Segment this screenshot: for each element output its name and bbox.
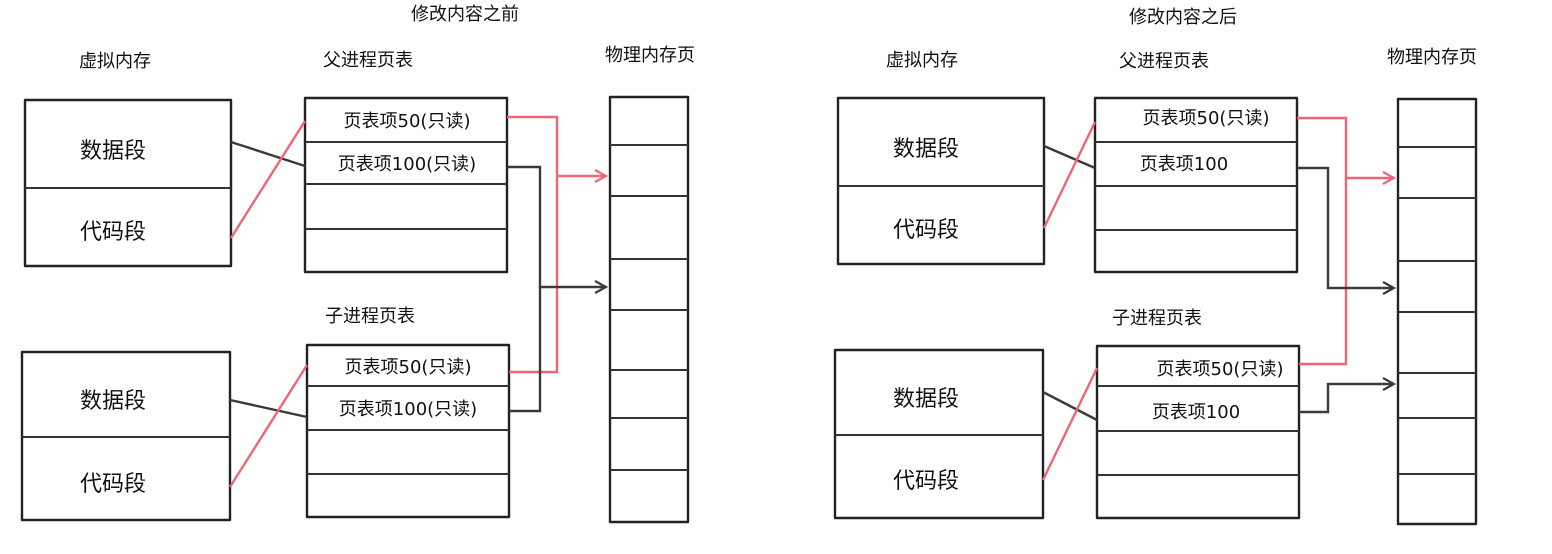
code-segment: 代码段 <box>80 220 146 245</box>
data-to-entry-100-line <box>1043 144 1096 170</box>
code-segment: 代码段 <box>893 469 959 494</box>
parent-virtual-memory: 数据段 代码段 <box>836 96 1046 266</box>
parent-table-label: 父进程页表 <box>323 50 413 71</box>
child-entry-100-line <box>509 287 542 413</box>
child-table-label: 子进程页表 <box>1112 308 1202 329</box>
child-page-table: 页表项50(只读) 页表项100(只读) <box>305 343 511 519</box>
code-to-entry-50-line <box>228 364 309 488</box>
parent-entry-100-arrow <box>1297 166 1394 288</box>
code-to-entry-50-line <box>1041 367 1099 481</box>
data-segment: 数据段 <box>893 387 959 412</box>
data-segment: 数据段 <box>80 389 146 414</box>
parent-page-table: 页表项50(只读) 页表项100 <box>1093 96 1299 274</box>
physical-memory-pages <box>608 95 690 524</box>
panel-after: 修改内容之后 虚拟内存 父进程页表 物理内存页 子进程页表 数据段 代码段 数据… <box>833 7 1478 526</box>
virtual-memory-label: 虚拟内存 <box>79 51 151 72</box>
physical-memory-label: 物理内存页 <box>1387 47 1477 68</box>
child-entry-100-arrow <box>1299 384 1394 414</box>
code-to-entry-50-line <box>1042 121 1097 229</box>
entry-50-to-pink-arrow <box>1297 116 1394 178</box>
code-segment: 代码段 <box>893 218 959 243</box>
page-entry-50: 页表项50(只读) <box>345 357 472 378</box>
data-to-entry-100-line <box>230 140 306 168</box>
panel-title: 修改内容之前 <box>411 4 519 25</box>
child-page-table: 页表项50(只读) 页表项100 <box>1095 344 1301 520</box>
data-to-entry-100-line <box>229 398 308 419</box>
panel-title: 修改内容之后 <box>1129 7 1237 28</box>
entry-100-to-blue-arrow <box>507 165 606 287</box>
page-entry-100: 页表项100 <box>1140 154 1228 175</box>
code-segment: 代码段 <box>80 472 146 497</box>
physical-memory-pages <box>1396 97 1478 526</box>
entry-50-to-pink-arrow <box>507 115 606 176</box>
page-entry-50: 页表项50(只读) <box>1157 359 1284 380</box>
child-virtual-memory: 数据段 代码段 <box>833 348 1045 520</box>
data-segment: 数据段 <box>893 137 959 162</box>
parent-page-table: 页表项50(只读) 页表项100(只读) <box>303 96 509 274</box>
child-virtual-memory: 数据段 代码段 <box>20 350 232 522</box>
page-entry-50: 页表项50(只读) <box>1143 108 1270 129</box>
code-to-entry-50-line <box>229 120 307 239</box>
child-table-label: 子进程页表 <box>325 306 415 327</box>
parent-table-label: 父进程页表 <box>1119 51 1209 72</box>
panel-before: 修改内容之前 虚拟内存 父进程页表 物理内存页 子进程页表 数据段 代码段 数据… <box>20 4 695 524</box>
page-entry-100: 页表项100(只读) <box>338 154 476 175</box>
page-entry-100: 页表项100(只读) <box>339 399 477 420</box>
physical-memory-label: 物理内存页 <box>605 45 695 66</box>
page-entry-100: 页表项100 <box>1152 402 1240 423</box>
page-entry-50: 页表项50(只读) <box>344 111 471 132</box>
child-entry-50-line <box>1299 178 1348 366</box>
data-segment: 数据段 <box>80 139 146 164</box>
parent-virtual-memory: 数据段 代码段 <box>23 98 233 268</box>
data-to-entry-100-line <box>1042 390 1098 422</box>
child-entry-50-line <box>509 176 559 374</box>
virtual-memory-label: 虚拟内存 <box>886 50 958 71</box>
